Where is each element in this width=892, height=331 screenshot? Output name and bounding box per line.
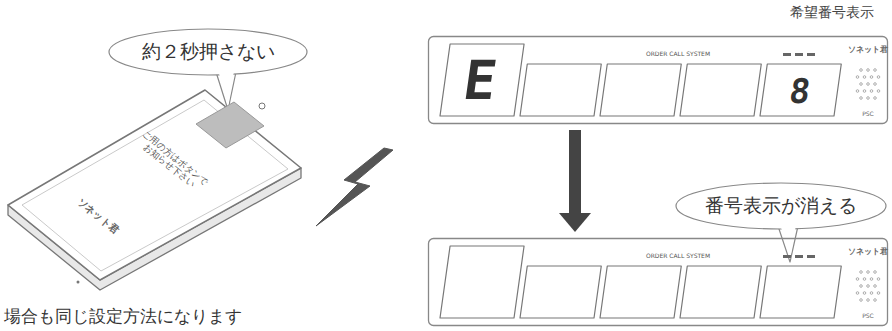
- speech-bubble: 約２秒押さない: [108, 28, 308, 76]
- panel-print: ソネット君: [848, 247, 888, 256]
- node-outline: [0, 80, 310, 295]
- bubble-text: 番号表示が消える: [705, 195, 857, 217]
- panel-print: PSC: [862, 313, 874, 320]
- flow-arrow: [559, 130, 591, 232]
- signal-bolt: [316, 148, 393, 226]
- panel-print: 8: [787, 74, 812, 108]
- call-button-device: ご用の方はボタンで お知らせ下さいソネット君: [0, 80, 310, 295]
- panel-print: ORDER CALL SYSTEM: [646, 51, 710, 58]
- node-outline: [428, 238, 888, 326]
- panel-print: ソネット君: [848, 45, 888, 54]
- display-panel: E ORDER CALL SYSTEM 8 ソネット君 PSC: [428, 36, 888, 124]
- display-panel: ORDER CALL SYSTEM ソネット君 PSC: [428, 238, 888, 326]
- panel-print: ORDER CALL SYSTEM: [646, 253, 710, 260]
- bubble-text: 約２秒押さない: [142, 41, 275, 63]
- panel-print: PSC: [862, 111, 874, 118]
- panel-caption: 希望番号表示: [790, 4, 874, 22]
- node-outline: [428, 36, 888, 124]
- body-note: 場合も同じ設定方法になります: [4, 305, 242, 328]
- panel-print: E: [460, 54, 500, 108]
- speech-bubble: 番号表示が消える: [675, 182, 887, 230]
